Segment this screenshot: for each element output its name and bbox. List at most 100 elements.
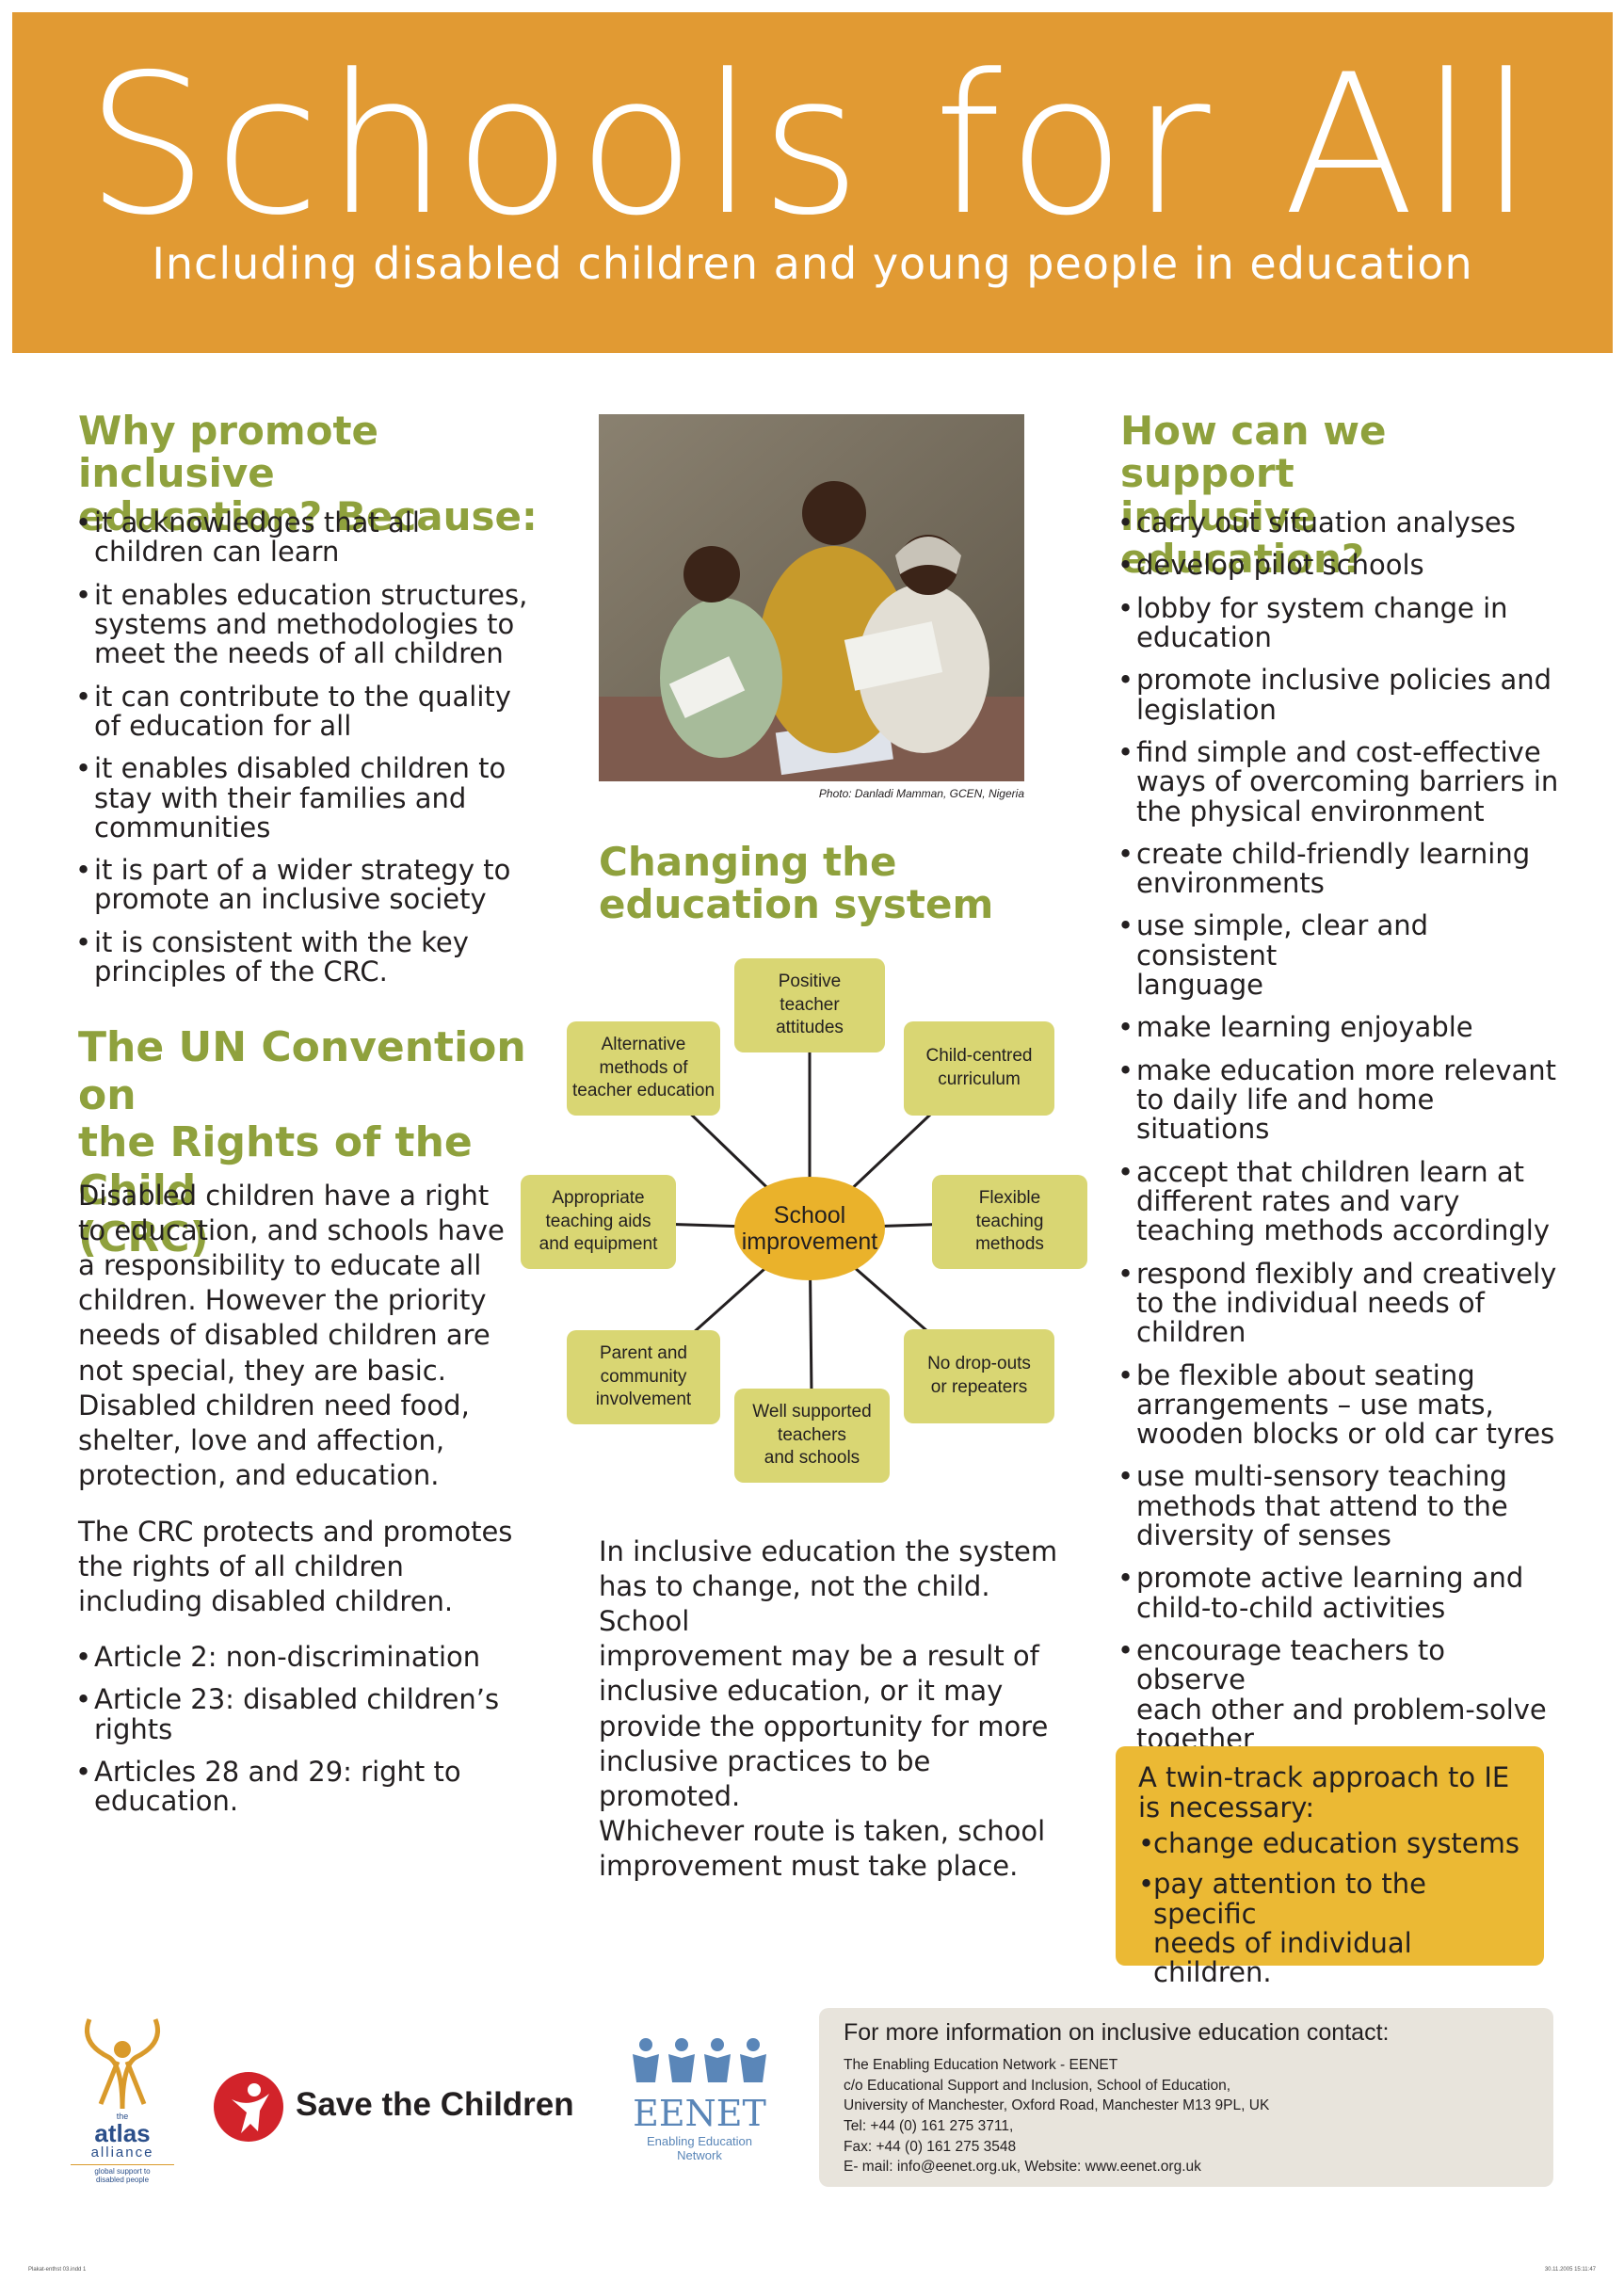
crc-paragraph-line: children. However the priority	[78, 1284, 487, 1317]
why-reason-line: systems and methodologies to	[94, 607, 515, 640]
atlas-word: atlas	[94, 2119, 151, 2147]
atlas-small-word: the	[116, 2112, 129, 2121]
diagram-node-line: No drop-outs	[927, 1354, 1031, 1374]
support-action-line: different rates and vary	[1136, 1184, 1460, 1217]
diagram-hub-line: School	[773, 1202, 846, 1229]
why-reason-line: it can contribute to the quality	[94, 680, 511, 713]
support-action-line: legislation	[1136, 693, 1277, 726]
diagram-node-line: Positive	[778, 971, 842, 991]
changing-paragraph-line: has to change, not the child. School	[599, 1570, 990, 1638]
crc-paragraph-line: including disabled children.	[78, 1585, 454, 1618]
support-action-line: carry out situation analyses	[1136, 506, 1516, 538]
atlas-tagline: global support to	[71, 2163, 174, 2176]
changing-paragraph-line: improvement must take place.	[599, 1849, 1019, 1882]
atlas-figure-icon	[85, 2018, 160, 2110]
twin-track-list: change education systems pay attention to…	[1138, 1828, 1534, 2000]
eenet-logo: EENET Enabling Education Network	[629, 2033, 770, 2165]
why-reason-line: meet the needs of all children	[94, 637, 504, 670]
diagram-node-line: methods	[975, 1234, 1044, 1255]
support-action-line: lobby for system change in	[1136, 591, 1508, 624]
contact-details: The Enabling Education Network - EENET c/…	[844, 2055, 1269, 2177]
support-action: create child-friendly learningenvironmen…	[1118, 837, 1560, 899]
photo-illustration	[599, 414, 1024, 781]
diagram-node-line: Child-centred	[925, 1046, 1033, 1067]
changing-heading-line: education system	[599, 881, 994, 928]
alliance-word: alliance	[90, 2144, 154, 2161]
contact-line: c/o Educational Support and Inclusion, S…	[844, 2077, 1231, 2094]
support-action-line: the physical environment	[1136, 795, 1485, 827]
why-reason: it is part of a wider strategy topromote…	[75, 855, 546, 916]
eenet-name: EENET	[633, 2093, 766, 2134]
support-action-line: use simple, clear and consistent	[1136, 909, 1429, 972]
crc-article-line: Article 23: disabled children’s	[94, 1683, 500, 1716]
support-action-line: create child-friendly learning	[1136, 837, 1531, 870]
support-action: promote active learning andchild-to-chil…	[1118, 1564, 1560, 1623]
diagram-node-line: curriculum	[938, 1069, 1021, 1089]
why-reason-line: children can learn	[94, 536, 340, 569]
changing-paragraph-line: In inclusive education the system	[599, 1535, 1058, 1567]
changing-paragraph-line: inclusive education, or it may	[599, 1675, 1004, 1708]
support-action-line: to daily life and home situations	[1136, 1084, 1435, 1146]
eenet-tagline: Enabling Education Network	[646, 2133, 753, 2162]
atlas-alliance-logo: the atlas alliance global support to dis…	[71, 2010, 174, 2189]
support-heading-line: How can we support	[1120, 408, 1387, 497]
contact-line: The Enabling Education Network - EENET	[844, 2057, 1118, 2073]
diagram-node-line: teacher education	[571, 1081, 716, 1101]
crc-heading-line: the Rights of the Child	[78, 1118, 473, 1214]
support-action-line: each other and problem-solve	[1136, 1693, 1547, 1726]
diagram-node-line: involvement	[595, 1389, 692, 1410]
crc-heading-line: The UN Convention on	[78, 1023, 526, 1119]
why-heading-line: Why promote inclusive	[78, 408, 379, 497]
support-action-line: use multi-sensory teaching	[1136, 1460, 1507, 1493]
crc-paragraph-line: the rights of all children	[78, 1550, 404, 1583]
support-action: develop pilot schools	[1118, 550, 1560, 580]
eenet-people-icon	[633, 2038, 766, 2082]
support-action: make learning enjoyable	[1118, 1013, 1560, 1043]
twin-track-item-line: pay attention to the specific	[1153, 1868, 1426, 1930]
twin-track-item: change education systems	[1138, 1828, 1534, 1858]
crc-paragraph-line: needs of disabled children are	[78, 1319, 490, 1352]
crc-paragraph-line: protection, and education.	[78, 1458, 440, 1491]
support-action-line: promote active learning and	[1136, 1562, 1524, 1595]
crc-paragraph-line: to education, and schools have	[78, 1214, 505, 1247]
support-action-line: methods that attend to the	[1136, 1489, 1508, 1522]
diagram-node-line: and schools	[764, 1448, 860, 1469]
support-action: promote inclusive policies andlegislatio…	[1118, 665, 1560, 726]
crc-article-line: education.	[94, 1785, 239, 1818]
support-action-line: wooden blocks or old car tyres	[1136, 1418, 1555, 1451]
support-action-line: child-to-child activities	[1136, 1591, 1446, 1624]
diagram-node-line: Flexible	[978, 1187, 1041, 1208]
changing-heading-line: Changing the	[599, 839, 897, 885]
changing-paragraph-line: improvement may be a result of	[599, 1640, 1039, 1673]
support-action-line: diversity of senses	[1136, 1519, 1391, 1552]
changing-paragraph-line: inclusive practices to be promoted.	[599, 1744, 931, 1812]
why-reason-line: promote an inclusive society	[94, 883, 487, 916]
crc-article-line: Article 2: non-discrimination	[94, 1641, 481, 1673]
twin-track-lead-line: A twin-track approach to IE	[1138, 1761, 1510, 1793]
poster-subtitle: Including disabled children and young pe…	[152, 238, 1473, 289]
contact-line: University of Manchester, Oxford Road, M…	[844, 2097, 1270, 2114]
diagram-node-line: community	[600, 1366, 687, 1387]
why-reason-line: stay with their families and	[94, 781, 467, 814]
